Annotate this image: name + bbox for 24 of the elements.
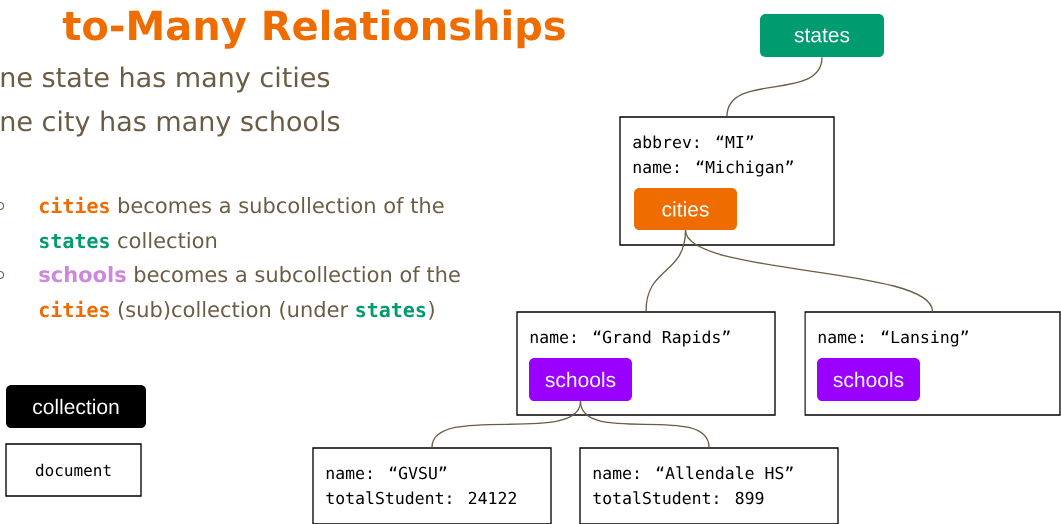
body-text: (sub)collection (under (118, 301, 349, 320)
code-text: states (39, 233, 109, 249)
connector (579, 400, 710, 448)
collection-label: states (760, 14, 884, 57)
document-legend: document (5, 443, 142, 497)
body-text: becomes a subcollection of the (135, 266, 460, 283)
collection-legend: collection (6, 385, 146, 428)
collection-label: schools (817, 358, 920, 401)
body-text: ne city has many schools (1, 110, 340, 137)
document-box: name: “Allendale HS” totalStudent: 899 (579, 447, 839, 524)
body-text: schools (39, 266, 126, 283)
code-text: cities (39, 196, 109, 214)
body-text: ) (429, 301, 434, 320)
connector (684, 229, 934, 312)
body-text: becomes a subcollection of the (118, 197, 444, 214)
collection-label: schools (529, 358, 632, 401)
code-text: cities (39, 300, 109, 318)
document-box: name: “GVSU” totalStudent: 24122 (312, 447, 552, 524)
slide-title: to-Many Relationships (62, 9, 565, 49)
code-text: states (356, 302, 426, 318)
body-text: ne state has many cities (1, 66, 330, 93)
collection-label: cities (634, 188, 737, 230)
body-text: collection (118, 232, 217, 249)
connector (726, 56, 823, 117)
